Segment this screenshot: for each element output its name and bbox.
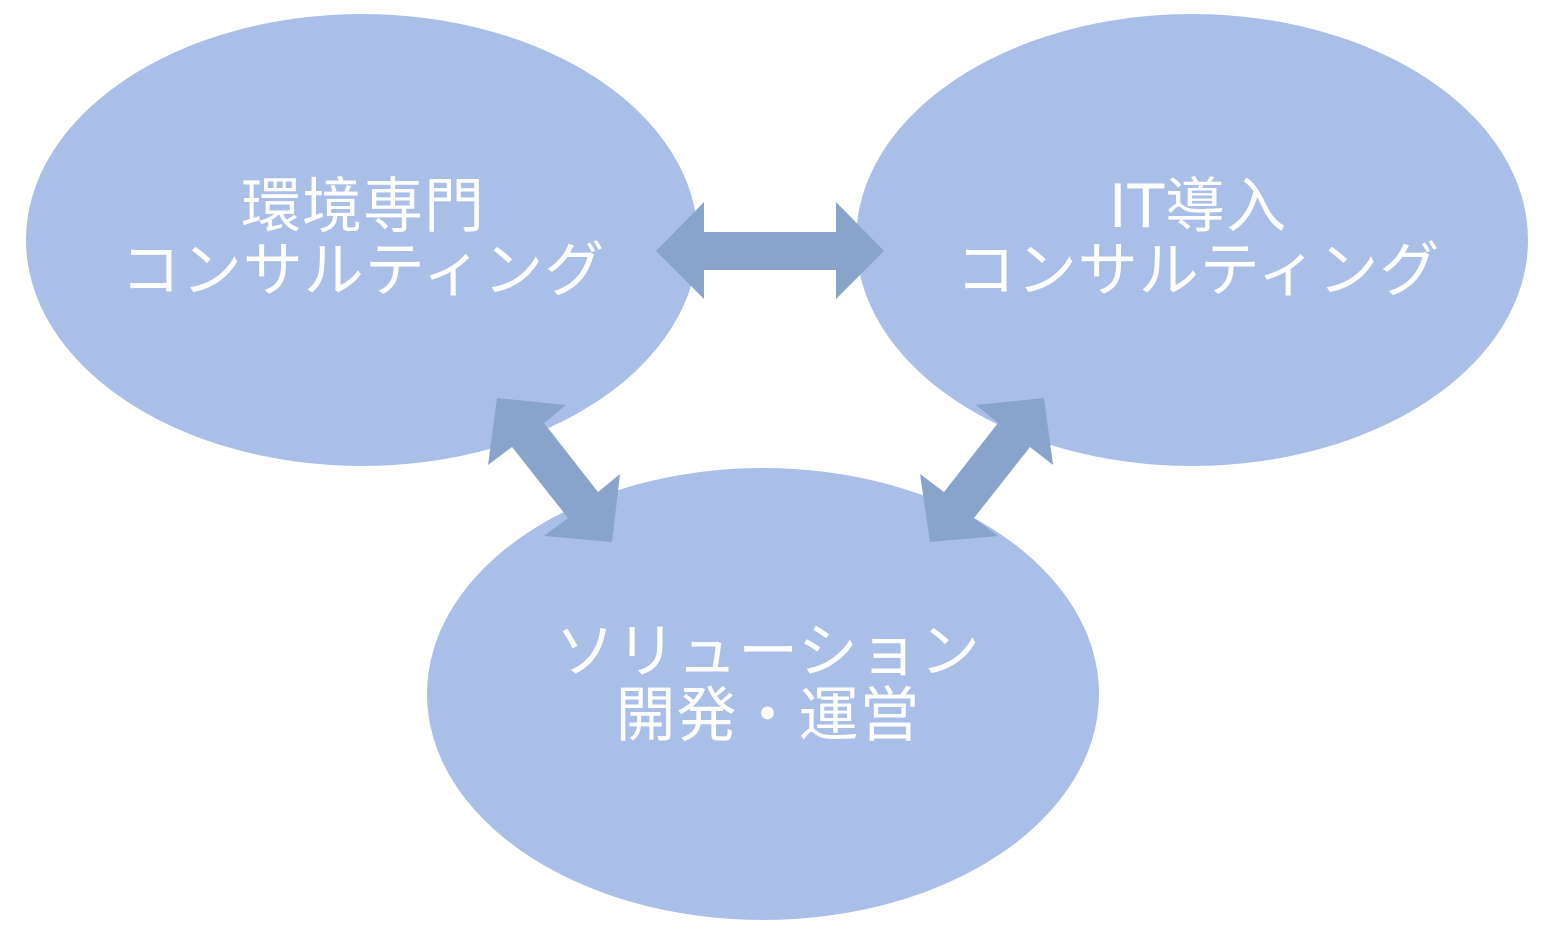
node-it-label: IT導入 コンサルティング	[956, 175, 1440, 303]
node-solution-line2: 開発・運営	[615, 681, 921, 751]
node-environment-line1: 環境専門	[241, 172, 485, 242]
node-solution-ellipse	[427, 468, 1099, 920]
arrow-environment-it	[656, 202, 884, 299]
arrow-environment-solution	[488, 398, 620, 542]
node-environment-label: 環境専門 コンサルティング	[121, 175, 605, 303]
node-solution-label: ソリューション 開発・運営	[555, 620, 981, 748]
node-environment-ellipse	[26, 14, 698, 466]
node-it-line1: IT導入	[1108, 172, 1288, 242]
node-environment-line2: コンサルティング	[120, 236, 606, 306]
node-it-ellipse	[856, 14, 1528, 466]
node-solution-line1: ソリューション	[555, 617, 981, 687]
arrow-it-solution	[920, 398, 1053, 542]
node-it-line2: コンサルティング	[955, 236, 1441, 306]
